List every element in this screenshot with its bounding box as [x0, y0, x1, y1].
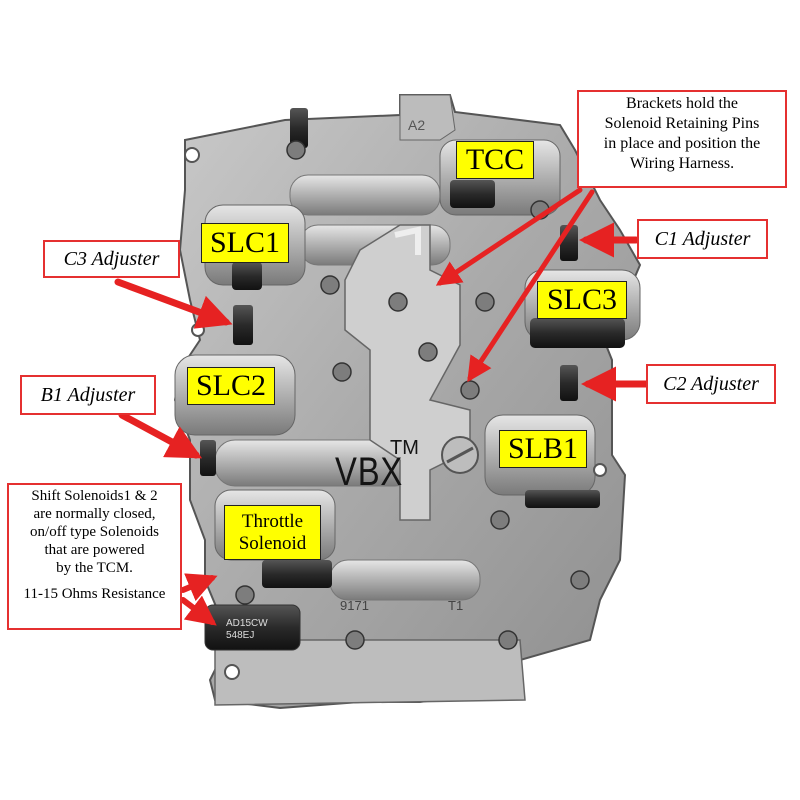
bottom-plate: [214, 639, 526, 706]
callout-c1-adjuster: C1 Adjuster: [637, 219, 768, 259]
wire-hook: [394, 226, 421, 255]
brackets-note-line-3: in place and position the: [603, 135, 761, 152]
arrow-shift-1: [180, 573, 218, 602]
shift-solenoid-marking: AD15CW: [226, 618, 268, 629]
label-tcc: TCC: [456, 141, 534, 179]
c2-adjuster-part: [560, 365, 578, 401]
arrow-b1-adjuster: [118, 411, 203, 459]
casting-mark-code: 9171: [340, 598, 369, 613]
trademark-symbol: TM: [390, 437, 419, 459]
label-throttle-line2: Solenoid: [238, 532, 307, 554]
brackets-note-line-4: Wiring Harness.: [629, 155, 735, 172]
shift-note-line-4: that are powered: [44, 542, 145, 558]
callout-b1-adjuster: B1 Adjuster: [20, 375, 156, 415]
shift-note-resistance: 11-15 Ohms Resistance: [23, 586, 166, 602]
label-throttle-line1: Throttle: [241, 510, 304, 532]
label-throttle-solenoid: Throttle Solenoid: [224, 505, 321, 560]
casting-mark-a2: A2: [408, 117, 425, 133]
callout-c2-adjuster: C2 Adjuster: [646, 364, 776, 404]
large-plug-slot: [446, 446, 474, 464]
shift-note-spacer: [9, 577, 180, 585]
callout-brackets-note: Brackets hold the Solenoid Retaining Pin…: [577, 90, 787, 188]
shift-solenoid-marking2: 548EJ: [226, 630, 254, 641]
brackets-note-line-2: Solenoid Retaining Pins: [604, 115, 760, 132]
connector-throttle: [262, 560, 332, 588]
arrow-brackets-2: [467, 189, 595, 383]
callout-c3-adjuster: C3 Adjuster: [43, 240, 180, 278]
callout-shift-solenoids: Shift Solenoids1 & 2 are normally closed…: [7, 483, 182, 630]
connector-tcc: [450, 180, 495, 208]
shift-note-line-3: on/off type Solenoids: [30, 524, 159, 540]
shift-solenoid-lower: [204, 604, 301, 651]
b1-adjuster-part: [200, 440, 216, 476]
brackets-note-line-1: Brackets hold the: [626, 95, 738, 112]
top-clip: [290, 108, 308, 148]
shift-note-line-2: are normally closed,: [33, 506, 156, 522]
shift-note-line-1: Shift Solenoids1 & 2: [31, 488, 158, 504]
arrows: [114, 187, 652, 626]
arrow-shift-2: [180, 595, 217, 626]
label-slb1: SLB1: [499, 430, 587, 468]
c3-adjuster-part: [233, 305, 253, 345]
spool-bore-bottom: [329, 559, 481, 601]
shift-note-line-5: by the TCM.: [56, 560, 133, 576]
arrow-brackets-1: [435, 187, 583, 286]
bolts: [235, 140, 590, 650]
label-slc3: SLC3: [537, 281, 627, 319]
connector-slb1: [525, 490, 600, 508]
vbx-logo: VBX: [335, 450, 404, 494]
connector-slc1: [232, 262, 262, 290]
top-bracket: [399, 94, 456, 141]
label-slc2: SLC2: [187, 367, 275, 405]
connector-slc3: [530, 318, 625, 348]
arrow-c3-adjuster: [114, 278, 233, 329]
spool-bore-upper: [289, 174, 441, 216]
label-slc1: SLC1: [201, 223, 289, 263]
casting-mark-t1: T1: [448, 598, 463, 613]
